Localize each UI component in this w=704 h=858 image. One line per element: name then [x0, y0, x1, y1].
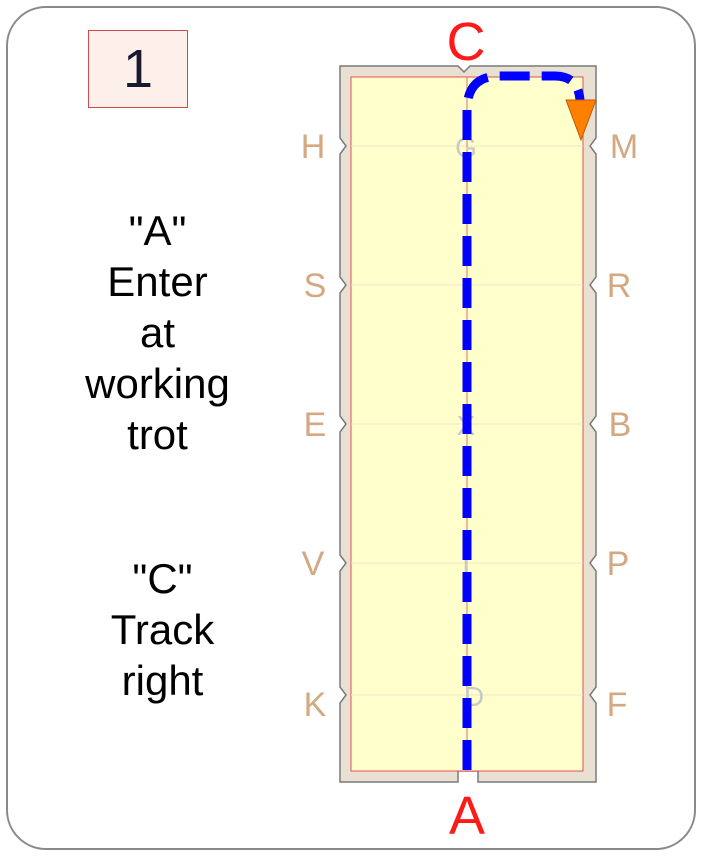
instruction-c-line: "C"	[132, 555, 193, 602]
marker-k: K	[304, 686, 327, 724]
marker-r: R	[607, 267, 632, 305]
marker-p: P	[607, 545, 630, 583]
marker-s: S	[304, 267, 327, 305]
end-letter-c: C	[447, 12, 486, 72]
instruction-a-line: trot	[127, 411, 188, 458]
marker-h: H	[301, 128, 326, 166]
instruction-a-line: at	[139, 309, 176, 356]
marker-f: F	[607, 686, 628, 724]
instruction-a-line: Enter	[107, 258, 208, 305]
instruction-a: "A" Enter at working trot	[55, 205, 260, 460]
riding-path	[462, 71, 585, 770]
marker-e: E	[304, 406, 327, 444]
step-number: 1	[122, 39, 154, 99]
marker-b: B	[609, 406, 632, 444]
instruction-c-line: right	[121, 657, 204, 704]
marker-v: V	[302, 545, 325, 583]
marker-m: M	[610, 128, 638, 166]
direction-arrow	[565, 99, 597, 142]
instruction-c-line: Track	[110, 606, 215, 653]
instruction-a-line: working	[85, 360, 230, 407]
instruction-c: "C" Track right	[60, 553, 265, 706]
letter-i: I	[462, 549, 470, 580]
step-number-box: 1	[88, 30, 188, 108]
instruction-a-line: "A"	[128, 207, 187, 254]
end-letter-a: A	[449, 786, 485, 846]
